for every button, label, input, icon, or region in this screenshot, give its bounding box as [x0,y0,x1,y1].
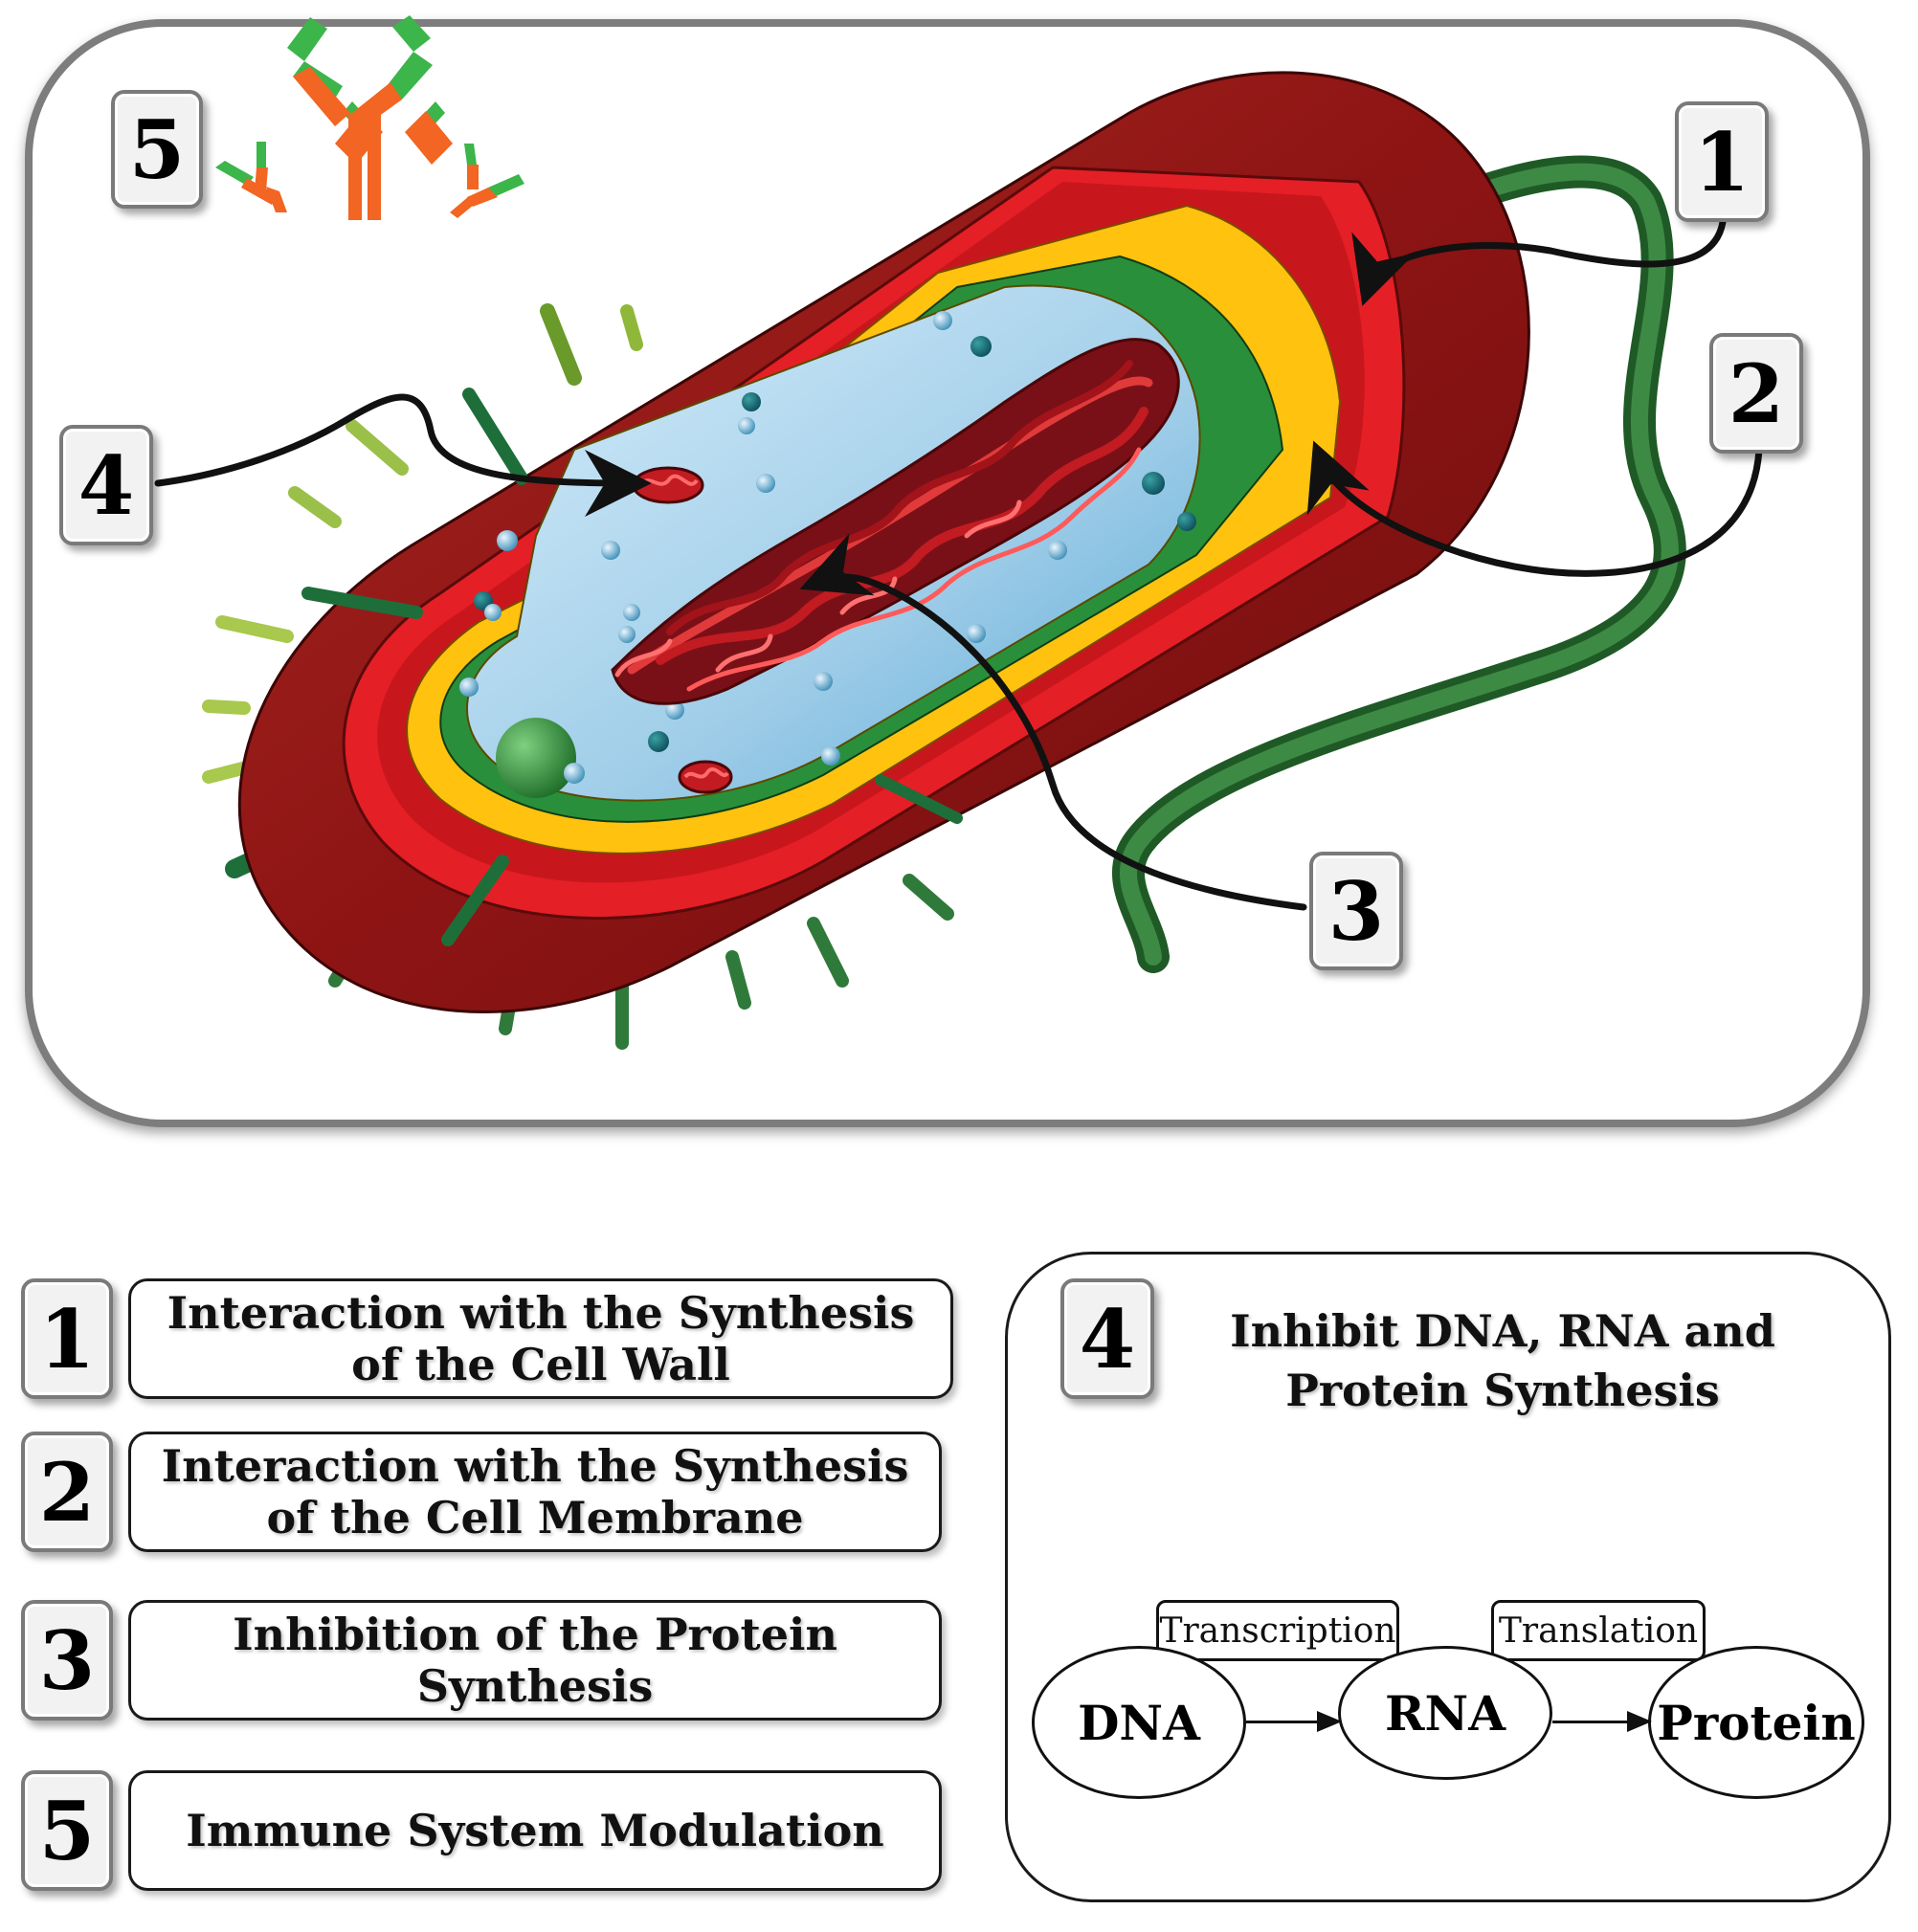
ribosomes [459,311,1196,766]
translation-label: Translation [1491,1600,1706,1661]
antibody-small-right [450,144,524,218]
marker-2: 2 [1709,333,1803,454]
rna-to-protein-arrow [1552,1721,1629,1723]
marker-1: 1 [1675,101,1769,222]
pointer-arrows [154,218,1763,911]
pointer-3 [799,533,1307,911]
legend-label-5: Immune System Modulation [128,1770,942,1891]
storage-granule [496,718,576,798]
legend-number-5: 5 [21,1770,113,1891]
internal-pili [301,388,963,946]
pointer-1 [1351,218,1727,306]
dna-to-rna-arrowhead [1317,1711,1342,1732]
protein-node: Protein [1648,1646,1864,1799]
legend-number-4: 4 [1060,1278,1154,1399]
dna-fragment-top [632,466,704,504]
dna-fragment-bottom [678,760,733,794]
marker-4: 4 [59,425,153,545]
pointer-4 [154,393,652,517]
legend-number-3: 3 [21,1600,113,1721]
antibody-small-left [215,142,287,212]
legend-label-1: Interaction with the Synthesis of the Ce… [128,1278,953,1399]
dna-to-rna-arrow [1246,1721,1319,1723]
rna-to-protein-arrowhead [1627,1711,1652,1732]
nucleoid-dna [611,338,1180,705]
legend-number-1: 1 [21,1278,113,1399]
legend-label-2: Interaction with the Synthesis of the Ce… [128,1432,942,1552]
antibody-large [287,15,453,220]
transcription-label: Transcription [1156,1600,1399,1661]
dna-node: DNA [1032,1646,1246,1799]
pointer-2 [1306,440,1763,577]
legend-number-2: 2 [21,1432,113,1552]
marker-5: 5 [111,90,203,209]
rna-node: RNA [1338,1646,1552,1780]
legend-label-3: Inhibition of the Protein Synthesis [128,1600,942,1721]
legend-title-4: Inhibit DNA, RNA and Protein Synthesis [1230,1305,1775,1416]
marker-3: 3 [1309,852,1403,970]
